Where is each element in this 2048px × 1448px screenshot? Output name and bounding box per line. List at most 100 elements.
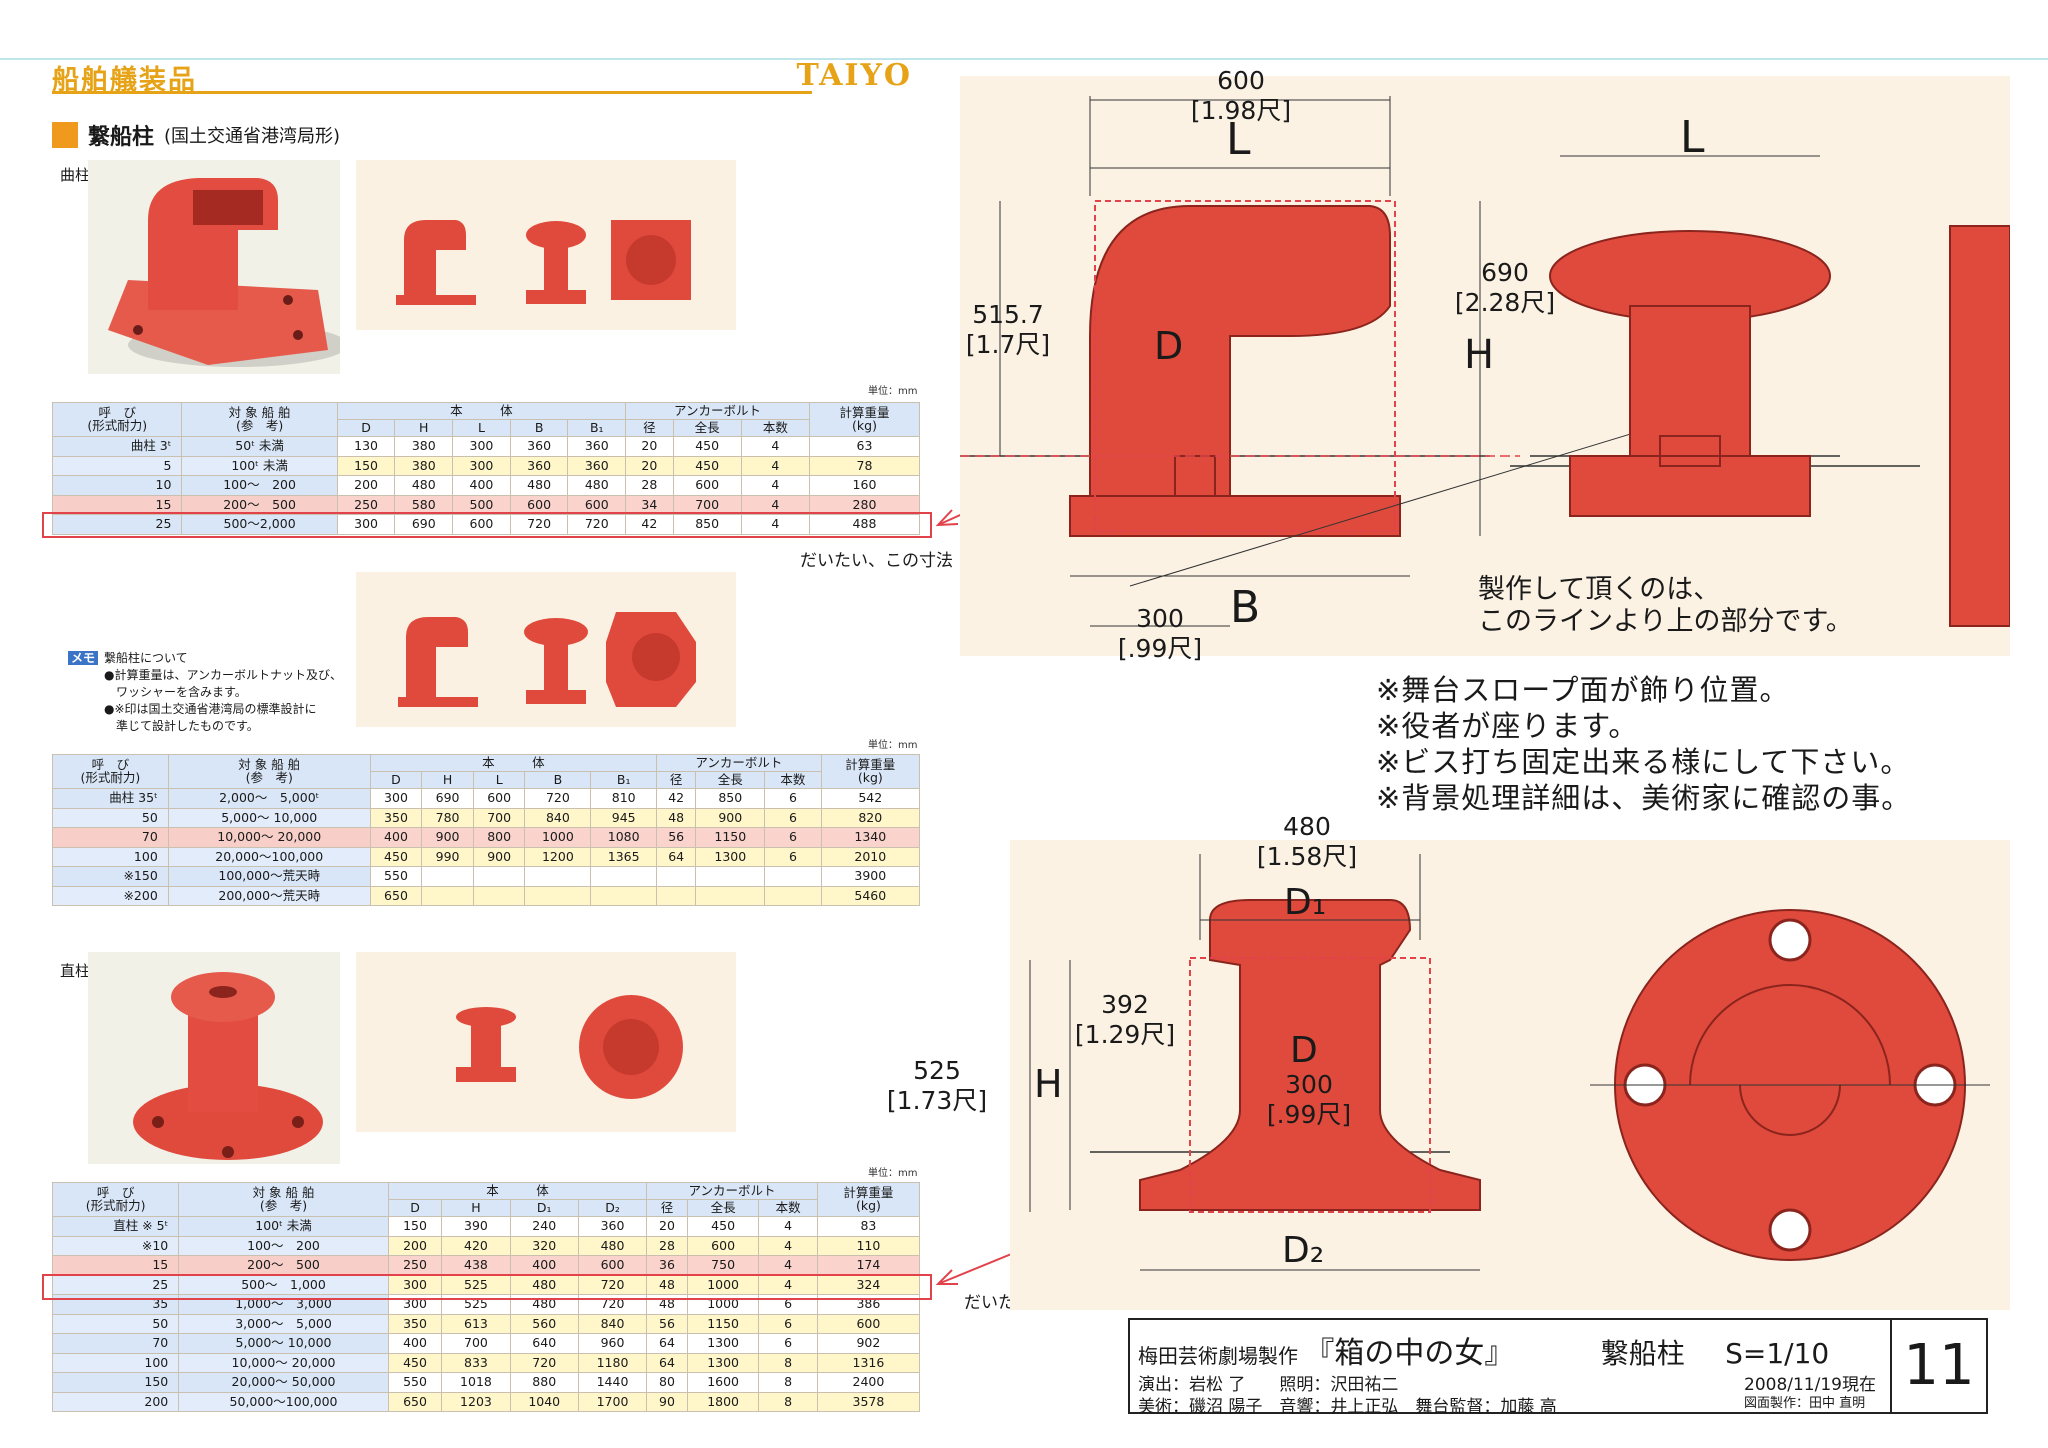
table-cell: 1203 bbox=[441, 1391, 511, 1412]
col-header: H bbox=[421, 771, 474, 789]
bent-bollard-photo bbox=[88, 160, 348, 374]
table-cell: 280 bbox=[808, 494, 921, 515]
spec-table-bent-small: 呼 び (形式耐力)対 象 船 舶 (参 考)本 体アンカーボルト計算重量 (k… bbox=[51, 402, 921, 535]
table-cell: 8 bbox=[758, 1352, 818, 1373]
table-cell: 6 bbox=[764, 807, 822, 828]
table-cell: 1316 bbox=[816, 1352, 921, 1373]
dim-height-392: 392[1.29尺] bbox=[1060, 990, 1190, 1050]
table-cell: 110 bbox=[816, 1235, 921, 1256]
table-cell: 488 bbox=[808, 514, 921, 535]
table-cell: 380 bbox=[394, 455, 454, 476]
spec-table-bent-large: 呼 び (形式耐力)対 象 船 舶 (参 考)本 体アンカーボルト計算重量 (k… bbox=[52, 754, 921, 906]
col-header: D bbox=[369, 771, 423, 789]
table-cell: 400 bbox=[387, 1333, 443, 1354]
table-cell: 4 bbox=[758, 1216, 818, 1237]
dim-D2-label: D₂ bbox=[1282, 1230, 1325, 1271]
col-header-body: 本 体 bbox=[369, 754, 658, 772]
approx-note-1: だいたい、この寸法 bbox=[800, 551, 953, 571]
table-cell: 63 bbox=[808, 436, 921, 457]
table-cell: 1600 bbox=[686, 1372, 760, 1393]
highlight-row-box-2 bbox=[42, 1274, 932, 1300]
date: 2008/11/19現在 bbox=[1744, 1375, 1876, 1395]
memo-box: メモ繋船柱について ●計算重量は、アンカーボルトナット及び、 ワッシャーを含みま… bbox=[68, 650, 358, 735]
table-cell: 780 bbox=[421, 807, 474, 828]
table-cell: 2010 bbox=[820, 846, 921, 867]
dim-B-label: B bbox=[1230, 582, 1261, 633]
table-cell: 90 bbox=[646, 1391, 688, 1412]
table-cell: 438 bbox=[441, 1255, 511, 1276]
table-cell: 6 bbox=[764, 846, 822, 867]
table-cell: 450 bbox=[672, 455, 742, 476]
table-cell: 1365 bbox=[590, 846, 658, 867]
table-cell: 15 bbox=[51, 1255, 180, 1276]
table-cell: 810 bbox=[590, 788, 658, 809]
table-cell: 320 bbox=[509, 1235, 579, 1256]
producer: 梅田芸術劇場製作 bbox=[1138, 1344, 1298, 1368]
col-header: L bbox=[472, 771, 526, 789]
unit-label-3: 単位：mm bbox=[868, 1168, 918, 1179]
table-cell: 1200 bbox=[524, 846, 592, 867]
table-cell: 720 bbox=[524, 788, 592, 809]
table-cell: 1000 bbox=[524, 827, 592, 848]
col-header-bolt: アンカーボルト bbox=[656, 754, 822, 772]
col-header-ship: 対 象 船 舶 (参 考) bbox=[167, 754, 371, 789]
dim-H-label-2: H bbox=[1034, 1062, 1063, 1106]
table-cell: 50,000〜100,000 bbox=[178, 1391, 389, 1412]
memo-line: ●計算重量は、アンカーボルトナット及び、 bbox=[104, 668, 342, 682]
col-header: B bbox=[509, 419, 569, 437]
straight-bollard-photo bbox=[88, 952, 340, 1164]
memo-line: ●※印は国土交通省港湾局の標準設計に bbox=[104, 702, 317, 716]
col-header: 径 bbox=[625, 419, 674, 437]
col-header: 本数 bbox=[740, 419, 810, 437]
table-cell: 300 bbox=[387, 1274, 443, 1295]
table-cell: 48 bbox=[646, 1274, 688, 1295]
table-cell: 700 bbox=[472, 807, 526, 828]
table-cell: 15 bbox=[51, 494, 183, 515]
col-header: 全長 bbox=[686, 1199, 760, 1217]
col-header-body: 本 体 bbox=[336, 402, 627, 420]
table-cell: 5,000〜 10,000 bbox=[167, 807, 371, 828]
table-cell: 42 bbox=[625, 514, 674, 535]
dim-D-label-2: D bbox=[1290, 1030, 1318, 1071]
table-cell: 8 bbox=[758, 1391, 818, 1412]
col-header: 本数 bbox=[758, 1199, 818, 1217]
table-cell: 350 bbox=[387, 1313, 443, 1334]
table-cell bbox=[764, 885, 822, 906]
col-header: L bbox=[452, 419, 511, 437]
straight-bollard-sketch bbox=[356, 952, 736, 1132]
col-header: 径 bbox=[656, 771, 697, 789]
table-cell: 64 bbox=[656, 846, 697, 867]
table-cell: 990 bbox=[421, 846, 474, 867]
table-cell: 300 bbox=[452, 436, 511, 457]
col-header-weight: 計算重量 (kg) bbox=[820, 754, 921, 789]
table-cell: 650 bbox=[387, 1391, 443, 1412]
table-cell: 6 bbox=[764, 788, 822, 809]
table-cell: 480 bbox=[509, 1274, 579, 1295]
table-cell: 1018 bbox=[441, 1372, 511, 1393]
title-row-3: 美術：磯沼 陽子 音響：井上正弘 舞台監督：加藤 高図面製作：田中 直明 bbox=[1138, 1392, 1865, 1417]
col-header-name: 呼 び (形式耐力) bbox=[52, 754, 169, 789]
dim-L-label: L bbox=[1226, 114, 1251, 165]
table-cell: 100 bbox=[52, 846, 169, 867]
table-cell: 550 bbox=[369, 866, 423, 887]
table-cell: 36 bbox=[646, 1255, 688, 1276]
table-cell: 4 bbox=[740, 514, 810, 535]
table-cell: 48 bbox=[656, 807, 697, 828]
table-cell bbox=[656, 866, 697, 887]
table-cell: 4 bbox=[740, 436, 810, 457]
table-cell: 4 bbox=[740, 475, 810, 496]
dim-D1-label: D₁ bbox=[1284, 882, 1327, 923]
table-cell: 450 bbox=[686, 1216, 760, 1237]
dim-shaku: [.99尺] bbox=[1266, 1100, 1352, 1129]
table-cell: 1440 bbox=[577, 1372, 648, 1393]
dim-shaku: [1.29尺] bbox=[1074, 1020, 1176, 1049]
table-cell: 400 bbox=[452, 475, 511, 496]
col-header-body: 本 体 bbox=[387, 1182, 648, 1200]
unit-label-1: 単位：mm bbox=[868, 386, 918, 397]
